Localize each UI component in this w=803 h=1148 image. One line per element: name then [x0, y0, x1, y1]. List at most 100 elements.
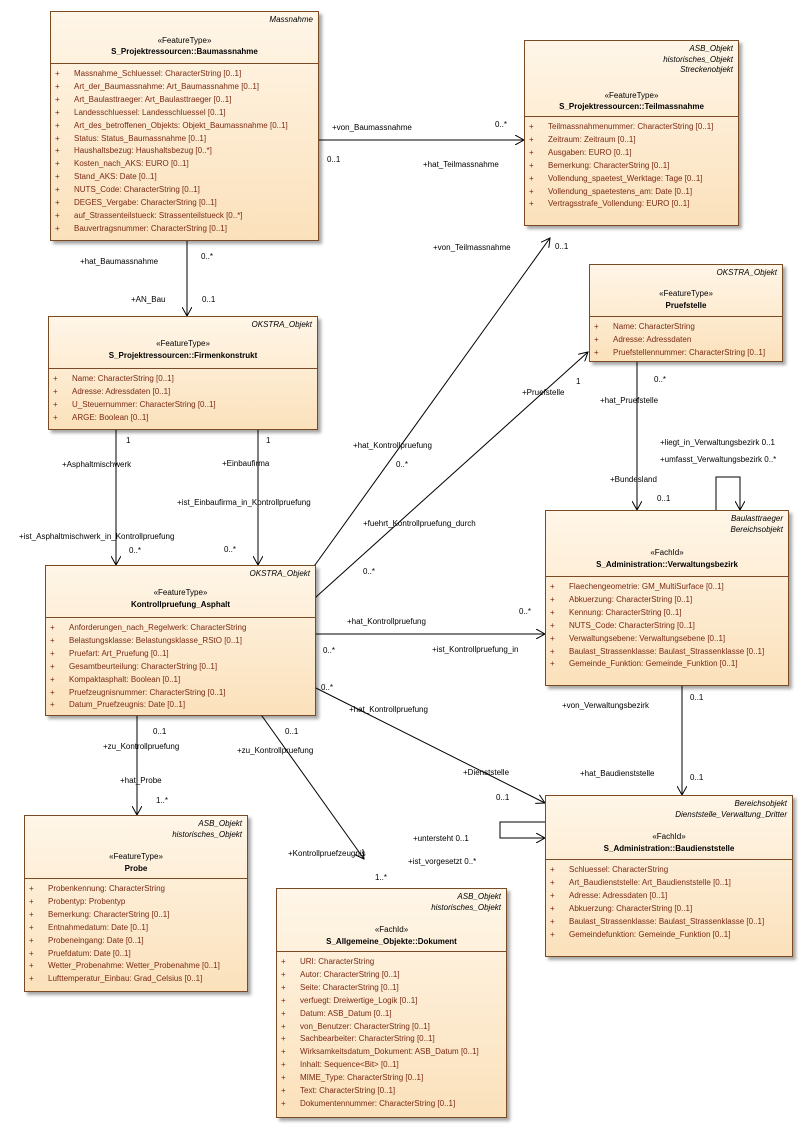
- attribute-text: von_Benutzer: CharacterString [0..1]: [300, 1021, 430, 1031]
- attribute-row: +Datum: ASB_Datum [0..1]: [281, 1008, 502, 1021]
- attribute-text: Teilmassnahmenummer: CharacterString [0.…: [548, 122, 714, 131]
- visibility-marker: +: [281, 995, 286, 1005]
- attribute-row: +Adresse: Adressdaten: [594, 334, 778, 347]
- attribute-row: +Ausgaben: EURO [0..1]: [529, 147, 734, 160]
- multiplicity-label: 0..1: [555, 242, 569, 251]
- class-name: S_Administration::Baudienststelle: [603, 844, 735, 853]
- visibility-marker: +: [29, 961, 34, 971]
- attribute-text: Kosten_nach_AKS: EURO [0..1]: [74, 159, 189, 169]
- visibility-marker: +: [29, 909, 34, 919]
- attribute-row: +Anforderungen_nach_Regelwerk: Character…: [50, 622, 311, 635]
- attribute-text: verfuegt: Dreiwertige_Logik [0..1]: [300, 995, 418, 1005]
- attribute-row: +Flaechengeometrie: GM_MultiSurface [0..…: [550, 581, 784, 594]
- attribute-row: +von_Benutzer: CharacterString [0..1]: [281, 1021, 502, 1034]
- role-label: +zu_Kontrollpruefung: [103, 742, 180, 751]
- attribute-row: + Gemeinde_Funktion: Gemeinde_Funktion [0…: [550, 658, 784, 671]
- visibility-marker: +: [55, 81, 60, 91]
- role-label: +von_Teilmassnahme: [433, 243, 511, 252]
- attribute-row: +MIME_Type: CharacterString [0..1]: [281, 1072, 502, 1085]
- visibility-marker: +: [50, 700, 55, 710]
- attribute-row: +Pruefstellennummer: CharacterString [0.…: [594, 347, 778, 360]
- visibility-marker: +: [550, 890, 555, 900]
- visibility-marker: +: [550, 865, 555, 874]
- role-label: +zu_Kontrollpruefung: [237, 746, 314, 755]
- assoc-baudienststelle-self: [499, 822, 545, 838]
- attribute-row: +Landesschluessel: Landesschluessel [0..…: [55, 107, 314, 120]
- visibility-marker: +: [55, 172, 60, 182]
- class-dokument[interactable]: ASB_Objekt historisches_Objekt «FachId» …: [276, 888, 507, 1118]
- class-firmenkonstrukt[interactable]: OKSTRA_Objekt «FeatureType» S_Projektres…: [48, 316, 318, 430]
- attribute-text: Vertragsstrafe_Vollendung: EURO [0..1]: [548, 199, 690, 209]
- attribute-text: Massnahme_Schluessel: CharacterString [0…: [74, 69, 242, 78]
- visibility-marker: +: [50, 687, 55, 697]
- role-label: +von_Baumassnahme: [332, 123, 412, 132]
- attribute-row: +Entnahmedatum: Date [0..1]: [29, 922, 243, 935]
- class-baudienststelle[interactable]: Bereichsobjekt Dienststelle_Verwaltung_D…: [545, 795, 793, 957]
- role-label: +hat_Pruefstelle: [600, 396, 659, 405]
- visibility-marker: +: [550, 659, 555, 669]
- class-stereotype: «FeatureType»: [604, 91, 659, 100]
- attribute-text: Lufttemperatur_Einbau: Grad_Celsius [0..…: [48, 974, 203, 984]
- attribute-row: +Seite: CharacterString [0..1]: [281, 982, 502, 995]
- attribute-text: Landesschluessel: Landesschluessel [0..1…: [74, 107, 226, 117]
- class-probe[interactable]: ASB_Objekt historisches_Objekt «FeatureT…: [24, 815, 248, 992]
- multiplicity-label: 0..1: [496, 793, 510, 802]
- attribute-text: Dokumentennummer: CharacterString [0..1]: [300, 1098, 456, 1108]
- class-verwaltungsbezirk[interactable]: Baulasttraeger Bereichsobjekt «FachId» S…: [545, 510, 789, 686]
- attribute-text: MIME_Type: CharacterString [0..1]: [300, 1073, 424, 1083]
- visibility-marker: +: [55, 146, 60, 156]
- visibility-marker: +: [550, 903, 555, 913]
- class-tags: ASB_Objekt historisches_Objekt: [431, 892, 501, 912]
- visibility-marker: +: [55, 185, 60, 195]
- attribute-row: +Pruefart: Art_Pruefung [0..1]: [50, 648, 311, 661]
- role-label: +Pruefstelle: [522, 388, 565, 397]
- multiplicity-label: 0..1: [690, 773, 704, 782]
- class-stereotype: «FeatureType»: [109, 852, 163, 861]
- role-label: +hat_Baudienststelle: [580, 769, 655, 778]
- class-pruefstelle[interactable]: OKSTRA_Objekt «FeatureType» Pruefstelle …: [589, 264, 783, 362]
- visibility-marker: +: [550, 916, 555, 926]
- role-label: +hat_Kontrollpruefung: [349, 705, 428, 714]
- visibility-marker: +: [281, 1034, 286, 1044]
- attribute-row: +Inhalt: Sequence<Bit> [0..1]: [281, 1059, 502, 1072]
- role-label: +hat_Kontrollpruefung: [347, 617, 426, 626]
- attribute-text: Art_Baudienststelle: Art_Baudienststelle…: [569, 877, 731, 887]
- attribute-text: Probentyp: Probentyp: [48, 896, 126, 906]
- attribute-row: +Pruefdatum: Date [0..1]: [29, 948, 243, 961]
- attribute-row: +DEGES_Vergabe: CharacterString [0..1]: [55, 197, 314, 210]
- visibility-marker: +: [550, 646, 555, 656]
- multiplicity-label: 0..*: [129, 546, 142, 555]
- class-tags: OKSTRA_Objekt: [249, 569, 310, 578]
- class-teilmassnahme[interactable]: ASB_Objekt historisches_Objekt Streckeno…: [524, 40, 739, 226]
- class-stereotype: «FachId»: [652, 832, 686, 841]
- visibility-marker: +: [50, 674, 55, 684]
- attribute-row: + Lufttemperatur_Einbau: Grad_Celsius [0.…: [29, 973, 243, 986]
- class-name: Kontrollpruefung_Asphalt: [130, 600, 231, 609]
- attribute-row: +Probenkennung: CharacterString: [29, 883, 243, 896]
- attribute-text: Name: CharacterString: [613, 322, 695, 331]
- multiplicity-label: 0..*: [495, 120, 508, 129]
- class-tags: ASB_Objekt historisches_Objekt: [172, 819, 242, 839]
- attribute-text: Baulast_Strassenklasse: Baulast_Strassen…: [569, 646, 765, 656]
- attribute-text: NUTS_Code: CharacterString [0..1]: [569, 620, 695, 630]
- attribute-row: + Adresse: Adressdaten [0..1]: [550, 890, 788, 903]
- class-tags: Massnahme: [269, 15, 313, 24]
- multiplicity-label: 0..*: [519, 607, 532, 616]
- class-name: S_Administration::Verwaltungsbezirk: [596, 560, 738, 569]
- attribute-row: +Bemerkung: CharacterString [0..1]: [29, 909, 243, 922]
- attribute-text: Abkuerzung: CharacterString [0..1]: [569, 594, 693, 604]
- attribute-text: Adresse: Adressdaten [0..1]: [569, 890, 668, 900]
- attribute-row: +Bauvertragsnummer: CharacterString [0..…: [55, 223, 314, 236]
- class-kontrollpruefung-asphalt[interactable]: OKSTRA_Objekt «FeatureType» Kontrollprue…: [45, 565, 316, 716]
- assoc-kontrollpruefung-teilmassnahme: [315, 238, 550, 565]
- visibility-marker: +: [29, 974, 34, 984]
- attribute-text: Text: CharacterString [0..1]: [300, 1086, 396, 1096]
- attribute-text: Gemeinde_Funktion: Gemeinde_Funktion [0.…: [569, 659, 738, 669]
- attribute-text: Wetter_Probenahme: Wetter_Probenahme [0.…: [48, 961, 220, 971]
- assoc-kontrollpruefung-baudienststelle: [300, 680, 545, 803]
- attribute-row: +Art_der_Baumassnahme: Art_Baumassnahme …: [55, 81, 314, 94]
- attribute-text: Seite: CharacterString [0..1]: [300, 982, 399, 992]
- attribute-row: +Wirksamkeitsdatum_Dokument: ASB_Datum […: [281, 1046, 502, 1059]
- class-header: Baulasttraeger Bereichsobjekt «FachId» S…: [546, 511, 788, 577]
- class-baumassnahme[interactable]: Massnahme «FeatureType» S_Projektressour…: [50, 11, 319, 241]
